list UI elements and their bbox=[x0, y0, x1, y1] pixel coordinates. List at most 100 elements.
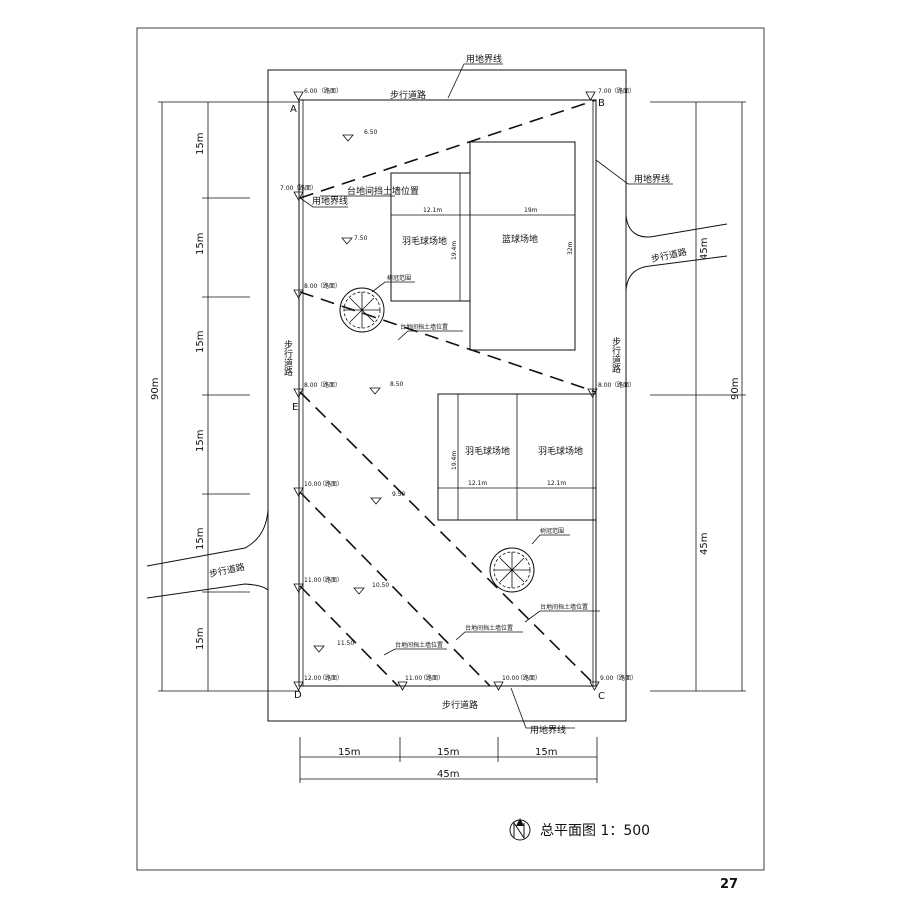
retaining-wall-label-3: 台地间挡土墙位置 bbox=[540, 603, 588, 611]
dim-court-w12-upper: 12.1m bbox=[423, 207, 442, 214]
retaining-wall-label-2: 台地间挡土墙位置 bbox=[400, 323, 448, 331]
walkway-right-vertical: 步行道路 bbox=[610, 337, 621, 374]
right-dimension-chain bbox=[650, 101, 746, 692]
elev-inner-4: 9.50 bbox=[392, 491, 406, 498]
elev-left-low: 10.00 bbox=[304, 481, 321, 488]
tree-crown-label-lower: 树冠范围 bbox=[540, 527, 564, 535]
badminton-court-lower bbox=[437, 393, 597, 521]
retaining-wall-2 bbox=[299, 291, 597, 393]
dim-court-h19-upper: 19.4m bbox=[451, 241, 458, 260]
elev-b: 7.00 bbox=[598, 88, 612, 95]
left-dimension-chain bbox=[158, 101, 300, 692]
elev-inner-6: 11.50 bbox=[337, 640, 354, 647]
retaining-wall-label-5: 台地间挡土墙位置 bbox=[395, 641, 443, 649]
dim-bottom-15-2: 15m bbox=[437, 747, 459, 758]
elev-f: 8.00 bbox=[598, 382, 612, 389]
elev-c-tag: （路面） bbox=[613, 674, 637, 682]
elev-inner-2: 7.50 bbox=[354, 235, 368, 242]
elev-e: 8.00 bbox=[304, 382, 318, 389]
retaining-wall-3 bbox=[299, 391, 597, 687]
boundary-label-top: 用地界线 bbox=[466, 53, 502, 65]
dim-left-15-6: 15m bbox=[195, 628, 206, 650]
elev-bottom-mid-tag: （路面） bbox=[420, 674, 444, 682]
boundary-label-left: 用地界线 bbox=[312, 195, 348, 207]
corner-c: C bbox=[598, 691, 605, 702]
elev-left-lower-tag: （路面） bbox=[319, 576, 343, 584]
retaining-wall-1 bbox=[299, 99, 597, 199]
dim-bottom-15-3: 15m bbox=[535, 747, 557, 758]
elev-a-tag: （路面） bbox=[318, 87, 342, 95]
site-boundary bbox=[267, 69, 627, 722]
elev-bottom-right: 10.00 bbox=[502, 675, 519, 682]
elev-inner-3: 8.50 bbox=[390, 381, 404, 388]
boundary-label-bottom: 用地界线 bbox=[530, 724, 566, 736]
corner-e: E bbox=[292, 402, 298, 413]
basketball-court-label: 篮球场地 bbox=[502, 233, 538, 245]
right-walkway-branch bbox=[625, 70, 728, 320]
corner-d: D bbox=[294, 690, 302, 701]
dim-left-15-5: 15m bbox=[195, 528, 206, 550]
dim-right-45-lower: 45m bbox=[699, 533, 710, 555]
retaining-wall-5 bbox=[299, 585, 399, 687]
dim-left-15-2: 15m bbox=[195, 233, 206, 255]
elev-inner-5: 10.50 bbox=[372, 582, 389, 589]
bottom-dimension-chain bbox=[299, 737, 598, 783]
elev-c: 9.00 bbox=[600, 675, 614, 682]
retaining-wall-label-4: 台地间挡土墙位置 bbox=[465, 624, 513, 632]
elev-bottom-right-tag: （路面） bbox=[517, 674, 541, 682]
walkway-bottom: 步行道路 bbox=[442, 699, 478, 711]
dim-left-90: 90m bbox=[150, 378, 161, 400]
basketball-court bbox=[469, 141, 576, 351]
elev-left-low-tag: （路面） bbox=[319, 480, 343, 488]
elev-e-tag: （路面） bbox=[317, 381, 341, 389]
elev-upper-tag: （路面） bbox=[317, 282, 341, 290]
walkway-top: 步行道路 bbox=[390, 89, 426, 101]
dim-bottom-15-1: 15m bbox=[338, 747, 360, 758]
dim-right-45-upper: 45m bbox=[699, 238, 710, 260]
badminton-upper-label: 羽毛球场地 bbox=[402, 235, 447, 247]
dim-right-90: 90m bbox=[730, 378, 741, 400]
dim-court-w12-lower-1: 12.1m bbox=[468, 480, 487, 487]
elev-inner-1: 6.50 bbox=[364, 129, 378, 136]
elev-a: 6.00 bbox=[304, 88, 318, 95]
elev-b-tag: （路面） bbox=[611, 87, 635, 95]
dim-court-h32: 32m bbox=[567, 241, 574, 255]
elev-left-mid-tag: （路面） bbox=[293, 184, 317, 192]
elev-upper: 8.00 bbox=[304, 283, 318, 290]
leader-lines bbox=[299, 63, 673, 729]
elev-d-tag: （路面） bbox=[319, 674, 343, 682]
corner-b: B bbox=[598, 98, 605, 109]
drawing-title: 总平面图 1：500 bbox=[540, 823, 650, 839]
dim-court-w19: 19m bbox=[524, 207, 538, 214]
elevation-markers bbox=[293, 91, 600, 691]
page-number: 27 bbox=[720, 877, 738, 892]
tree-crown-label-upper: 树冠范围 bbox=[387, 274, 411, 282]
walkway-left: 步行道路 bbox=[208, 561, 246, 580]
badminton-court-upper bbox=[390, 172, 575, 302]
dim-left-15-1: 15m bbox=[195, 133, 206, 155]
elev-d: 12.00 bbox=[304, 675, 321, 682]
elev-f-tag: （路面） bbox=[611, 381, 635, 389]
dim-bottom-45: 45m bbox=[437, 769, 459, 780]
elev-left-lower: 11.00 bbox=[304, 577, 321, 584]
left-walkway-branch bbox=[146, 509, 269, 721]
badminton-lower-label-1: 羽毛球场地 bbox=[465, 445, 510, 457]
tree-crown-upper bbox=[339, 287, 385, 333]
elev-bottom-mid: 11.00 bbox=[405, 675, 422, 682]
page-frame bbox=[136, 27, 765, 871]
boundary-label-right: 用地界线 bbox=[634, 173, 670, 185]
dim-court-w12-lower-2: 12.1m bbox=[547, 480, 566, 487]
badminton-lower-label-2: 羽毛球场地 bbox=[538, 445, 583, 457]
dim-left-15-4: 15m bbox=[195, 430, 206, 452]
dim-left-15-3: 15m bbox=[195, 331, 206, 353]
walkway-left-vertical: 步行道路 bbox=[282, 340, 293, 377]
lot-outline bbox=[298, 99, 597, 687]
retaining-wall-label-1: 台地间挡土墙位置 bbox=[347, 185, 419, 197]
dim-court-h19-lower: 19.4m bbox=[451, 451, 458, 470]
tree-crown-lower bbox=[489, 547, 535, 593]
north-arrow-icon bbox=[509, 818, 531, 841]
elev-left-mid: 7.00 bbox=[280, 185, 294, 192]
retaining-wall-4 bbox=[299, 491, 491, 687]
corner-a: A bbox=[290, 104, 297, 115]
